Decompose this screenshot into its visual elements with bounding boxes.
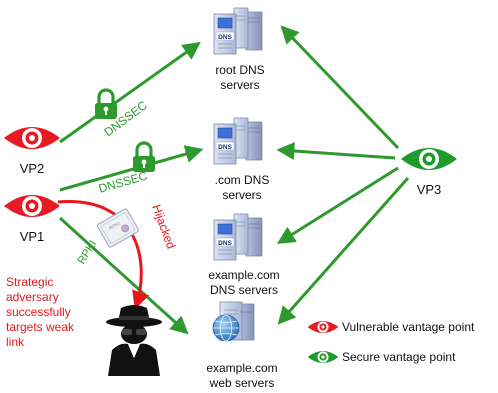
example-dns-label-line1: example.com bbox=[208, 268, 279, 282]
com-dns-label-line2: servers bbox=[222, 188, 261, 202]
edge-vp3-root bbox=[280, 25, 400, 150]
svg-text:RPKI: RPKI bbox=[108, 221, 121, 232]
com-dns-server-icon: DNS bbox=[213, 117, 263, 165]
vp2-eye-icon bbox=[4, 127, 60, 149]
vp1-eye-icon bbox=[4, 195, 60, 217]
adversary-note: Strategic adversary successfully targets… bbox=[6, 275, 75, 349]
edge-vp2-root bbox=[59, 41, 201, 144]
adversary-note-line: Strategic bbox=[6, 275, 53, 289]
vp3-eye-icon bbox=[401, 148, 457, 170]
legend-vulnerable-label: Vulnerable vantage point bbox=[342, 320, 475, 334]
edge-vp3-exdns bbox=[276, 166, 399, 244]
root-dns-server-icon: DNS bbox=[213, 7, 263, 55]
label-hijacked: Hijacked bbox=[149, 203, 178, 251]
example-dns-server-icon: DNS bbox=[213, 213, 263, 261]
root-dns-label-line2: servers bbox=[220, 78, 259, 92]
vp3-label: VP3 bbox=[417, 182, 442, 197]
edges bbox=[57, 25, 410, 335]
example-web-label-line2: web servers bbox=[209, 376, 275, 390]
legend-vulnerable-eye-icon bbox=[307, 320, 339, 334]
adversary-spy-icon bbox=[106, 305, 162, 376]
edge-hijack bbox=[57, 200, 150, 310]
web-server-globe-icon bbox=[212, 301, 255, 342]
example-dns-label-line2: DNS servers bbox=[210, 283, 278, 297]
root-dns-label-line1: root DNS bbox=[215, 63, 264, 77]
example-web-label-line1: example.com bbox=[206, 361, 277, 375]
legend-secure-label: Secure vantage point bbox=[342, 350, 456, 364]
adversary-note-line: targets weak bbox=[6, 320, 75, 334]
label-rpki: RPKI bbox=[76, 238, 100, 266]
lock-icon-com bbox=[131, 141, 157, 174]
edge-vp1-com bbox=[59, 145, 204, 192]
vp2-label: VP2 bbox=[20, 161, 45, 176]
adversary-note-line: adversary bbox=[6, 290, 59, 304]
com-dns-label-line1: .com DNS bbox=[215, 173, 270, 187]
vp1-label: VP1 bbox=[20, 229, 45, 244]
edge-vp3-com bbox=[276, 142, 396, 160]
svg-text:DNS: DNS bbox=[218, 240, 232, 247]
lock-icon-root bbox=[93, 88, 119, 121]
svg-text:DNS: DNS bbox=[218, 144, 232, 151]
adversary-note-line: successfully bbox=[6, 305, 71, 319]
adversary-note-line: link bbox=[6, 335, 25, 349]
svg-text:DNS: DNS bbox=[218, 34, 232, 41]
edge-vp3-web bbox=[277, 177, 410, 325]
rpki-certificate-icon: RPKI bbox=[97, 208, 139, 248]
legend: Vulnerable vantage point Secure vantage … bbox=[307, 320, 475, 364]
legend-secure-eye-icon bbox=[307, 350, 339, 364]
edge-vp1-web bbox=[58, 216, 189, 335]
